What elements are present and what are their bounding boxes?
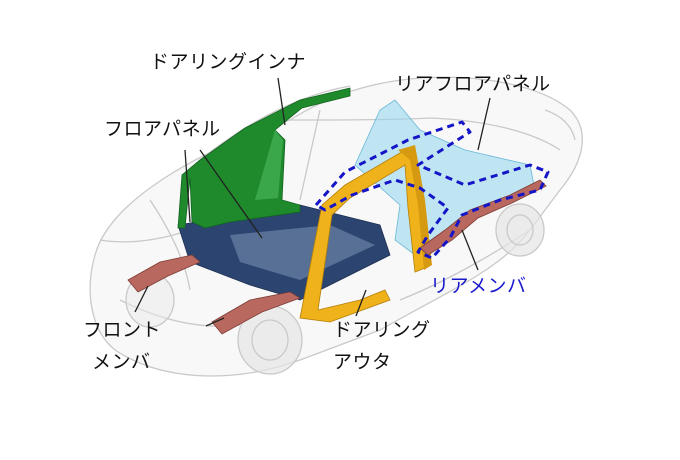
- door-ring-inner-pillar: [255, 130, 283, 200]
- label-rear-floor-panel: リアフロアパネル: [395, 73, 551, 95]
- leader-lines: [134, 77, 491, 327]
- front-member-left-shape: [127, 254, 201, 293]
- label-door-ring-outer-line2: アウタ: [333, 351, 392, 373]
- label-floor-panel: フロアパネル: [104, 118, 221, 140]
- leader-front-member-2: [205, 317, 225, 327]
- leader-door-ring-inner: [277, 77, 286, 126]
- door-ring-inner-shape: [177, 87, 351, 229]
- label-front-member-line2: メンバ: [92, 351, 151, 373]
- front-member-right-shape: [211, 291, 301, 335]
- leader-floor-panel-2: [199, 149, 263, 239]
- leader-rear-member: [461, 229, 479, 271]
- label-door-ring-outer-line1: ドアリング: [333, 319, 431, 341]
- leader-floor-panel-1: [184, 149, 191, 223]
- label-front-member-line1: フロント: [83, 319, 162, 341]
- leader-front-member-1: [134, 285, 149, 313]
- leader-door-ring-outer: [355, 289, 367, 317]
- leader-rear-floor-panel: [477, 97, 491, 151]
- label-door-ring-inner: ドアリングインナ: [150, 51, 307, 73]
- door-ring-outer-pillar: [398, 145, 432, 270]
- label-rear-member: リアメンバ: [430, 275, 527, 297]
- floor-panel-upper-face: [230, 225, 375, 280]
